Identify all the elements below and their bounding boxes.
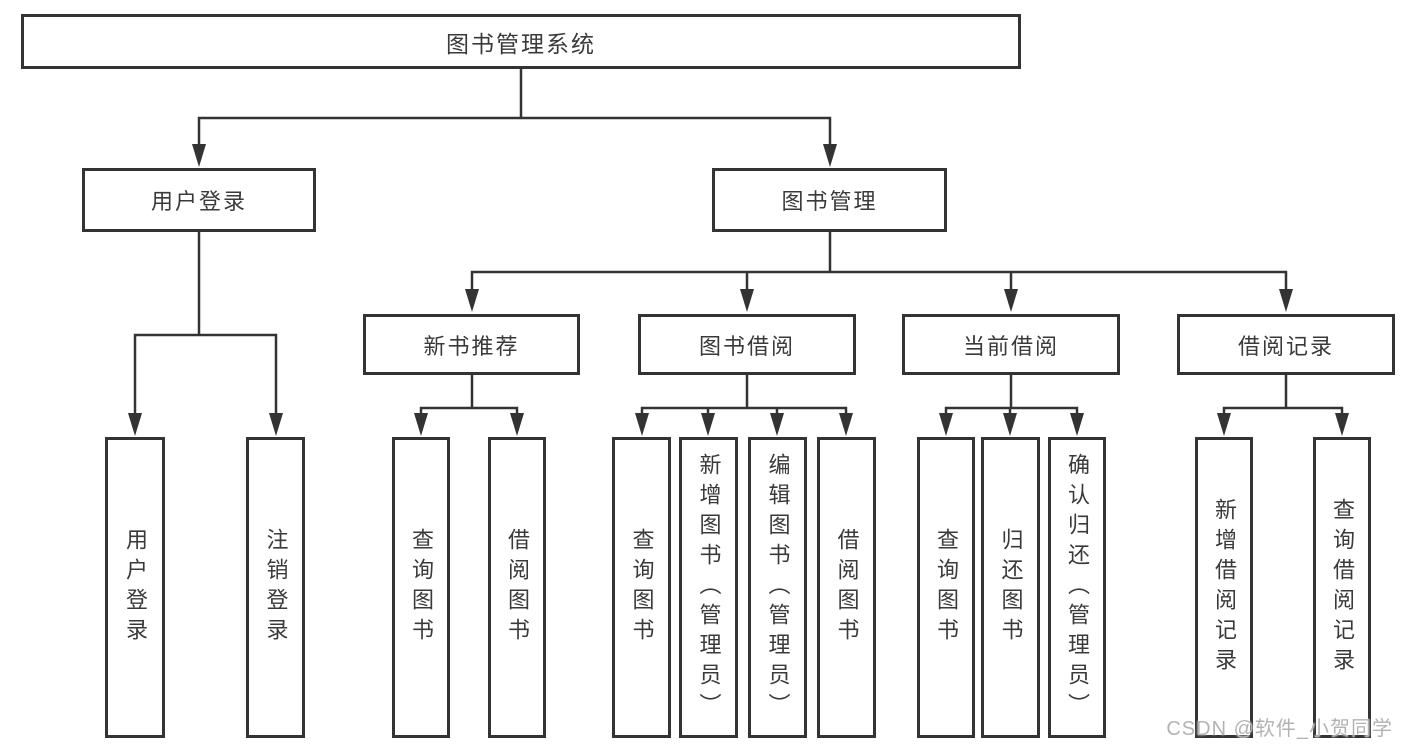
csdn-watermark: CSDN @软件_小贺同学 [1166, 718, 1393, 740]
node-book-borrowing-label: 图书借阅 [698, 333, 795, 359]
leaf-borrowing-add-books-admin-label: 新增图书（管理员） [696, 452, 722, 723]
leaf-user-login: 用户登录 [105, 437, 165, 738]
leaf-records-query-record: 查询借阅记录 [1313, 437, 1371, 738]
leaf-records-query-record-label: 查询借阅记录 [1330, 497, 1355, 678]
node-new-book-recommend-label: 新书推荐 [423, 333, 520, 359]
node-current-borrowing: 当前借阅 [902, 314, 1120, 375]
leaf-current-query-books: 查询图书 [917, 437, 975, 738]
leaf-borrowing-add-books-admin: 新增图书（管理员） [679, 437, 738, 738]
leaf-borrowing-edit-books-admin-label: 编辑图书（管理员） [765, 452, 791, 723]
node-current-borrowing-label: 当前借阅 [962, 333, 1059, 359]
connectors-borrow-records [1222, 372, 1344, 416]
connectors-current-borrowing [944, 372, 1079, 416]
leaf-current-confirm-return-admin: 确认归还（管理员） [1048, 437, 1106, 738]
leaf-recommend-query-books: 查询图书 [392, 437, 450, 738]
leaf-recommend-borrow-books: 借阅图书 [488, 437, 546, 738]
leaf-records-add-record-label: 新增借阅记录 [1212, 497, 1237, 678]
node-root: 图书管理系统 [21, 14, 1021, 69]
leaf-current-confirm-return-admin-label: 确认归还（管理员） [1065, 452, 1090, 723]
leaf-recommend-query-books-label: 查询图书 [409, 527, 434, 648]
leaf-logout-label: 注销登录 [263, 527, 289, 648]
leaf-borrowing-borrow-books: 借阅图书 [817, 437, 876, 738]
node-book-management: 图书管理 [712, 168, 947, 232]
leaf-current-query-books-label: 查询图书 [934, 527, 959, 648]
leaf-user-login-label: 用户登录 [123, 527, 148, 648]
connectors-book-borrowing [640, 372, 848, 416]
leaf-current-return-books-label: 归还图书 [998, 527, 1024, 648]
node-book-management-label: 图书管理 [781, 189, 878, 214]
leaf-borrowing-edit-books-admin: 编辑图书（管理员） [748, 437, 807, 738]
leaf-current-return-books: 归还图书 [981, 437, 1040, 738]
connectors-book-management [470, 229, 1288, 292]
node-borrow-records-label: 借阅记录 [1237, 333, 1334, 359]
node-new-book-recommend: 新书推荐 [363, 314, 580, 375]
node-root-label: 图书管理系统 [446, 30, 596, 57]
leaf-recommend-borrow-books-label: 借阅图书 [505, 527, 530, 648]
arrowheads [128, 144, 1349, 436]
leaf-records-add-record: 新增借阅记录 [1195, 437, 1253, 738]
node-borrow-records: 借阅记录 [1177, 314, 1395, 375]
leaf-logout: 注销登录 [246, 437, 305, 738]
leaf-borrowing-query-books-label: 查询图书 [629, 527, 655, 648]
node-user-login-label: 用户登录 [150, 189, 247, 214]
connectors-new-book-recommend [419, 372, 519, 416]
leaf-borrowing-borrow-books-label: 借阅图书 [834, 527, 860, 648]
leaf-borrowing-query-books: 查询图书 [612, 437, 671, 738]
node-book-borrowing: 图书借阅 [638, 314, 856, 375]
connectors-user-login [133, 229, 278, 416]
node-user-login: 用户登录 [82, 168, 316, 232]
connectors-root [197, 66, 832, 147]
